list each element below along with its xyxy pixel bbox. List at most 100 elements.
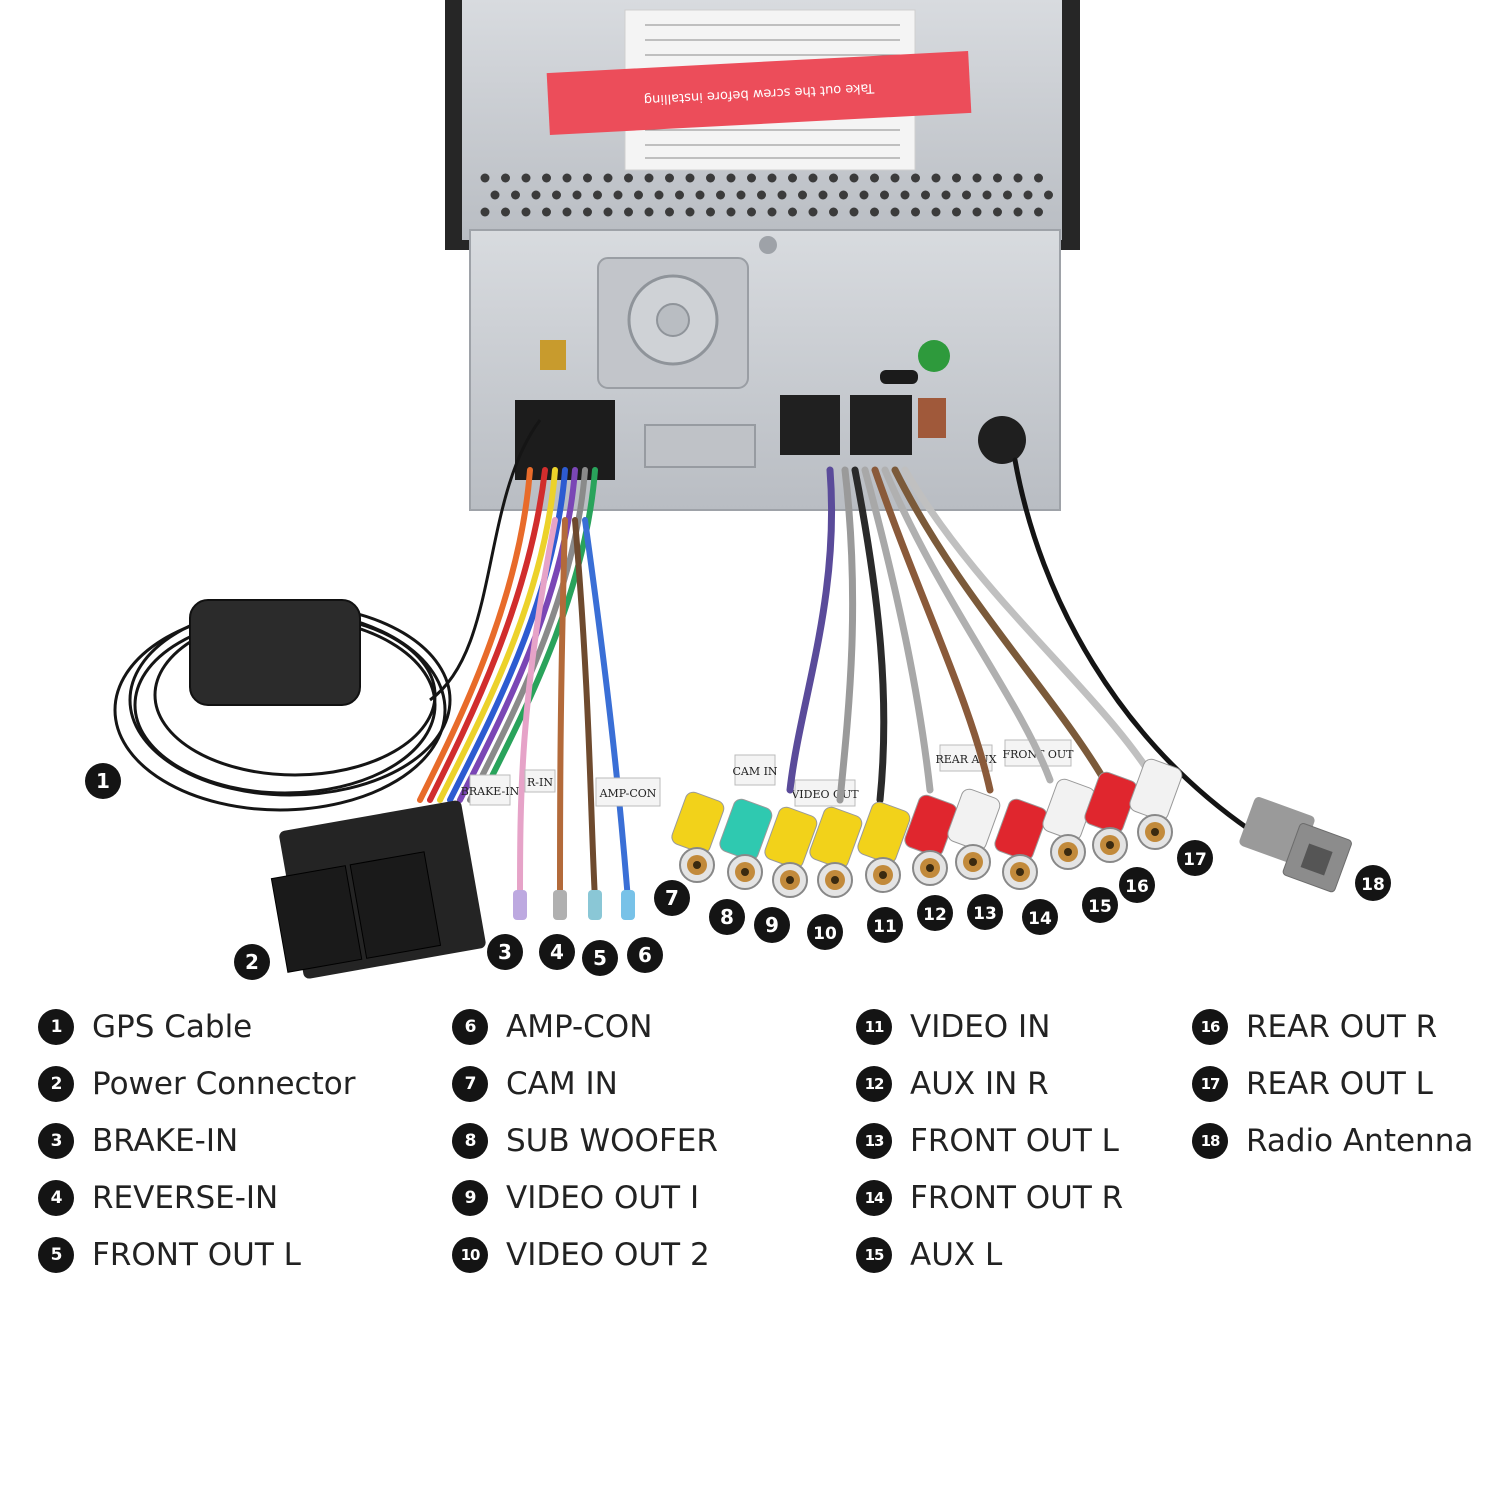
legend-item: 16 REAR OUT R — [1192, 1005, 1437, 1049]
legend-item: 1 GPS Cable — [38, 1005, 252, 1049]
callout-9: 9 — [754, 907, 790, 943]
legend-number-badge: 7 — [452, 1066, 488, 1102]
legend-item: 10 VIDEO OUT 2 — [452, 1233, 710, 1277]
legend-number-badge: 15 — [856, 1237, 892, 1273]
legend-label: CAM IN — [506, 1066, 618, 1102]
gps-antenna-port — [540, 340, 566, 370]
legend-number-badge: 18 — [1192, 1123, 1228, 1159]
callout-number: 9 — [765, 913, 779, 937]
rear-ports — [515, 340, 1026, 480]
rca-plug — [994, 798, 1048, 890]
ventilation-holes — [480, 173, 1053, 217]
legend-number-badge: 2 — [38, 1066, 74, 1102]
legend-label: REAR OUT R — [1246, 1009, 1438, 1045]
callout-number: 4 — [550, 940, 564, 964]
legend-item: 14 FRONT OUT R — [856, 1176, 1123, 1220]
callout-13: 13 — [967, 894, 1003, 930]
wiring-label-sheet: Take out the screw before installing — [546, 9, 972, 171]
tag-brake: BRAKE-IN — [461, 785, 520, 798]
legend-label: BRAKE-IN — [92, 1123, 239, 1159]
legend-item: 8 SUB WOOFER — [452, 1119, 718, 1163]
legend-label: AMP-CON — [506, 1009, 653, 1045]
legend-item: 3 BRAKE-IN — [38, 1119, 238, 1163]
legend-number-badge: 16 — [1192, 1009, 1228, 1045]
callout-number: 16 — [1125, 877, 1149, 897]
rca-plug — [671, 791, 725, 883]
legend-number-badge: 14 — [856, 1180, 892, 1216]
legend-number-badge: 13 — [856, 1123, 892, 1159]
legend-number-badge: 12 — [856, 1066, 892, 1102]
av-harness-wires — [786, 457, 1253, 833]
legend-number-badge: 11 — [856, 1009, 892, 1045]
legend-label: VIDEO OUT 2 — [506, 1237, 710, 1273]
callout-number: 10 — [813, 924, 837, 944]
legend-item: 12 AUX IN R — [856, 1062, 1049, 1106]
legend-item: 6 AMP-CON — [452, 1005, 652, 1049]
legend-label: Power Connector — [92, 1066, 356, 1102]
radio-antenna-port — [978, 416, 1026, 464]
callout-number: 15 — [1088, 897, 1112, 917]
legend-label: GPS Cable — [92, 1009, 253, 1045]
legend-item: 11 VIDEO IN — [856, 1005, 1050, 1049]
legend-number-badge: 17 — [1192, 1066, 1228, 1102]
tag-cam: CAM IN — [732, 765, 777, 778]
callout-number: 1 — [96, 769, 110, 793]
callout-1: 1 — [85, 763, 121, 799]
legend-label: VIDEO OUT I — [506, 1180, 700, 1216]
callout-12: 12 — [917, 895, 953, 931]
legend-item: 13 FRONT OUT L — [856, 1119, 1119, 1163]
callout-10: 10 — [807, 914, 843, 950]
tag-video-out: VIDEO OUT — [790, 788, 859, 801]
rca-plug — [947, 788, 1001, 880]
callout-number: 3 — [498, 940, 512, 964]
gps-antenna — [113, 419, 542, 812]
callout-14: 14 — [1022, 899, 1058, 935]
legend-item: 7 CAM IN — [452, 1062, 618, 1106]
legend-label: REVERSE-IN — [92, 1180, 279, 1216]
legend-number-badge: 6 — [452, 1009, 488, 1045]
callout-number: 13 — [973, 904, 997, 924]
callout-number: 5 — [593, 946, 607, 970]
callout-4: 4 — [539, 934, 575, 970]
legend-item: 5 FRONT OUT L — [38, 1233, 301, 1277]
legend-label: FRONT OUT L — [92, 1237, 301, 1273]
legend-label: FRONT OUT L — [910, 1123, 1119, 1159]
callout-11: 11 — [867, 907, 903, 943]
legend-label: REAR OUT L — [1246, 1066, 1433, 1102]
legend-label: VIDEO IN — [910, 1009, 1051, 1045]
legend-label: SUB WOOFER — [506, 1123, 718, 1159]
legend-number-badge: 10 — [452, 1237, 488, 1273]
callout-number: 14 — [1028, 909, 1052, 929]
rca-plugs — [671, 758, 1183, 898]
rca-plug — [857, 801, 911, 893]
callout-3: 3 — [487, 934, 523, 970]
rca-plug — [1129, 758, 1183, 850]
callout-number: 11 — [873, 917, 897, 937]
callout-number: 17 — [1183, 850, 1207, 870]
rca-plug — [719, 798, 773, 890]
legend-number-badge: 8 — [452, 1123, 488, 1159]
legend-number-badge: 5 — [38, 1237, 74, 1273]
rca-plug — [1042, 778, 1096, 870]
legend-item: 2 Power Connector — [38, 1062, 355, 1106]
legend-number-badge: 3 — [38, 1123, 74, 1159]
legend-number-badge: 1 — [38, 1009, 74, 1045]
callout-number: 2 — [245, 950, 259, 974]
callout-number: 7 — [665, 886, 679, 910]
legend-label: FRONT OUT R — [910, 1180, 1124, 1216]
legend-label: AUX IN R — [910, 1066, 1049, 1102]
wire-ends — [513, 890, 635, 920]
radio-antenna-adapter — [1239, 797, 1352, 893]
callout-number: 8 — [720, 905, 734, 929]
callout-number: 12 — [923, 905, 947, 925]
tag-rear-aux: REAR AUX — [935, 753, 996, 766]
callout-18: 18 — [1355, 865, 1391, 901]
callout-7: 7 — [654, 880, 690, 916]
warning-sticker: Take out the screw before installing — [546, 50, 972, 136]
power-connector — [270, 800, 486, 979]
